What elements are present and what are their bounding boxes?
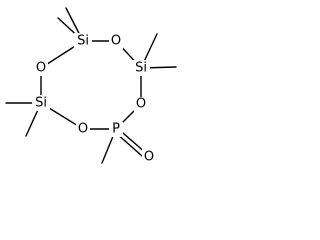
atom-labels: Si O Si O P O Si O O — [35, 34, 154, 165]
ring-bonds — [40, 40, 142, 130]
chemical-structure: Si O Si O P O Si O O — [5, 7, 177, 165]
atom-o-left: O — [36, 61, 46, 76]
atom-si-top: Si — [77, 34, 89, 49]
atom-o-right: O — [136, 97, 146, 112]
methyl-bonds — [5, 7, 177, 164]
atom-p: P — [112, 122, 120, 137]
atom-si-left: Si — [35, 96, 47, 111]
atom-o-phosphoryl: O — [144, 150, 154, 165]
atom-si-right: Si — [135, 61, 147, 76]
atom-o-top-right: O — [111, 34, 121, 49]
atom-o-bottom: O — [78, 122, 88, 137]
atom-label-backgrounds — [32, 33, 156, 164]
